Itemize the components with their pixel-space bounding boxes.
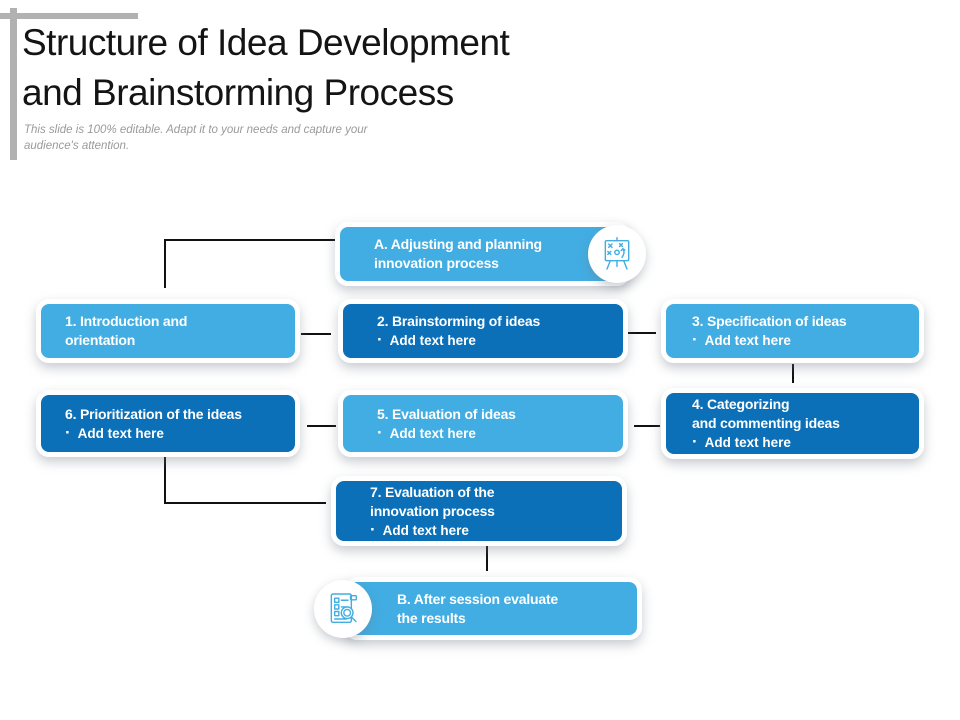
node-a-adjusting-planning: A. Adjusting and planning innovation pro…: [335, 222, 630, 286]
node-label: 6. Prioritization of the ideas: [65, 405, 242, 422]
page-title: Structure of Idea Development and Brains…: [22, 22, 510, 113]
node-bullet: · Add text here: [692, 433, 915, 452]
node-label: 3. Specification of ideas: [692, 313, 847, 329]
node-4-categorizing-commenting-ideas: 4. Categorizing and commenting ideas · A…: [661, 388, 924, 459]
node-label: A. Adjusting and planning innovation pro…: [374, 236, 542, 271]
node-7-evaluation-innovation-process: 7. Evaluation of the innovation process …: [331, 476, 627, 546]
bullet-label: Add text here: [382, 522, 469, 538]
node-2-brainstorming-of-ideas: 2. Brainstorming of ideas · Add text her…: [338, 299, 628, 363]
bullet-dot: ·: [377, 422, 383, 442]
decor-bar-vertical: [10, 8, 17, 160]
bullet-dot: ·: [692, 432, 698, 451]
bullet-dot: ·: [370, 519, 376, 539]
bullet-label: Add text here: [389, 333, 476, 348]
node-bullet: · Add text here: [65, 424, 291, 443]
node-label: 5. Evaluation of ideas: [377, 405, 516, 422]
node-3-specification-of-ideas: 3. Specification of ideas · Add text her…: [661, 299, 924, 363]
node-bullet: · Add text here: [377, 331, 619, 350]
evaluation-checklist-icon: [314, 580, 372, 638]
bullet-label: Add text here: [77, 425, 164, 441]
page-subtitle: This slide is 100% editable. Adapt it to…: [24, 124, 368, 152]
node-b-after-session-evaluate: B. After session evaluate the results: [344, 577, 642, 640]
decor-bar-horizontal: [0, 13, 138, 19]
node-bullet: · Add text here: [377, 424, 619, 443]
node-label: B. After session evaluate the results: [397, 590, 558, 626]
bullet-label: Add text here: [389, 425, 476, 441]
node-1-introduction-orientation: 1. Introduction and orientation: [36, 299, 300, 363]
node-5-evaluation-of-ideas: 5. Evaluation of ideas · Add text here: [338, 390, 628, 457]
bullet-dot: ·: [692, 330, 698, 349]
bullet-label: Add text here: [704, 333, 791, 348]
node-bullet: · Add text here: [692, 331, 915, 350]
arrow-6-to-7: [164, 455, 326, 504]
node-label: 4. Categorizing and commenting ideas: [692, 396, 840, 431]
node-label: 2. Brainstorming of ideas: [377, 313, 541, 329]
bullet-dot: ·: [65, 422, 71, 442]
bullet-dot: ·: [377, 330, 383, 349]
node-6-prioritization-of-ideas: 6. Prioritization of the ideas · Add tex…: [36, 390, 300, 457]
node-label: 1. Introduction and orientation: [65, 313, 188, 348]
node-bullet: · Add text here: [370, 521, 618, 540]
strategy-board-icon: [588, 225, 646, 283]
arrow-a-to-1: [164, 239, 337, 288]
bullet-label: Add text here: [704, 435, 791, 450]
node-label: 7. Evaluation of the innovation process: [370, 483, 495, 519]
